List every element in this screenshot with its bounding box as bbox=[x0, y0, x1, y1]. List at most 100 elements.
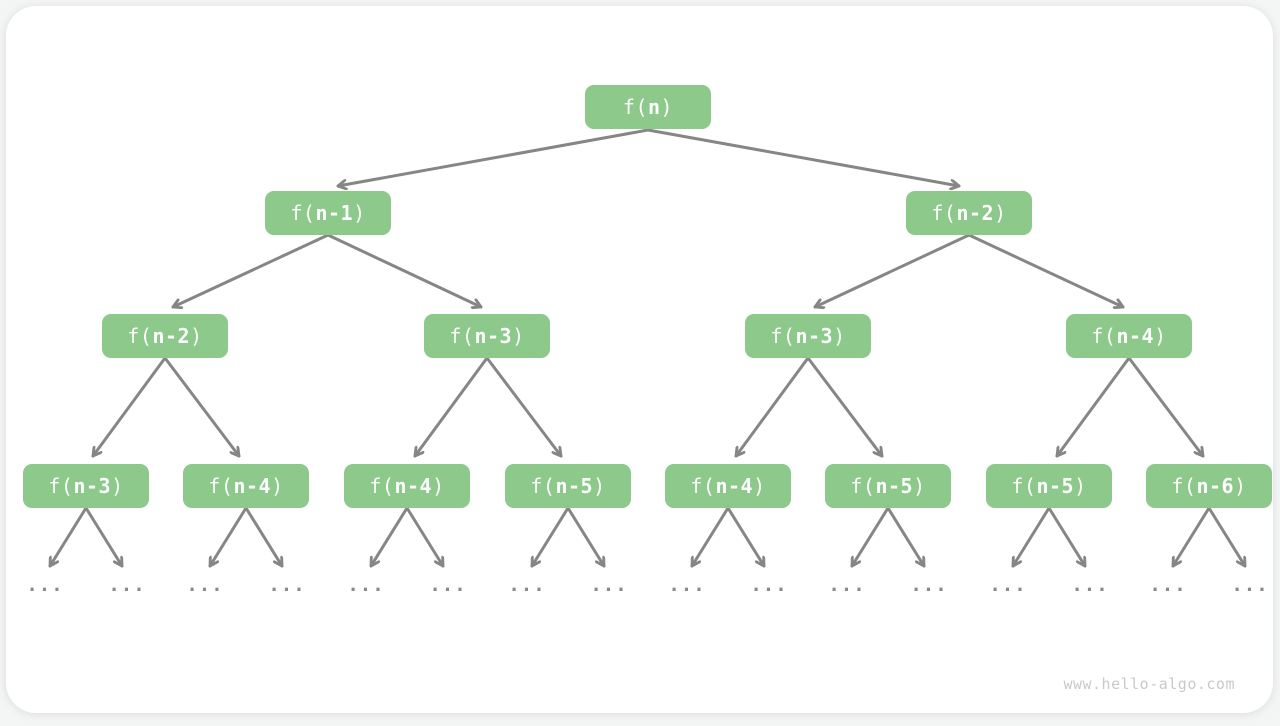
ellipsis: ... bbox=[590, 574, 628, 596]
edge-line bbox=[1047, 506, 1087, 568]
node-label-pre: f( bbox=[530, 474, 556, 498]
node-label-post: ) bbox=[1074, 474, 1087, 498]
ellipsis: ... bbox=[268, 574, 306, 596]
node-label-post: ) bbox=[1154, 324, 1167, 348]
node-label-post: ) bbox=[111, 474, 124, 498]
node-label-post: ) bbox=[994, 201, 1007, 225]
node-label-pre: f( bbox=[1171, 474, 1197, 498]
ellipsis: ... bbox=[347, 574, 385, 596]
node-label-arg: n-5 bbox=[555, 474, 594, 498]
node-label-pre: f( bbox=[208, 474, 234, 498]
ellipsis: ... bbox=[186, 574, 224, 596]
node-label-post: ) bbox=[913, 474, 926, 498]
node-label-pre: f( bbox=[770, 324, 796, 348]
edge-line bbox=[171, 233, 330, 307]
ellipsis: ... bbox=[989, 574, 1027, 596]
ellipsis: ... bbox=[1231, 574, 1269, 596]
node-label-post: ) bbox=[593, 474, 606, 498]
node-label-arg: n-3 bbox=[795, 324, 834, 348]
node-label-post: ) bbox=[190, 324, 203, 348]
node-label-arg: n-2 bbox=[956, 201, 995, 225]
edge-line bbox=[485, 356, 563, 458]
tree-node: f(n-3) bbox=[745, 314, 871, 358]
edge-line bbox=[1127, 356, 1205, 458]
node-label-pre: f( bbox=[127, 324, 153, 348]
watermark: www.hello-algo.com bbox=[1063, 675, 1235, 693]
node-label-arg: n-4 bbox=[394, 474, 433, 498]
tree-node: f(n-5) bbox=[505, 464, 631, 508]
tree-node: f(n-4) bbox=[1066, 314, 1192, 358]
edge-line bbox=[813, 233, 971, 307]
edge-line bbox=[1171, 506, 1211, 568]
node-label-post: ) bbox=[432, 474, 445, 498]
edge-line bbox=[326, 233, 483, 307]
ellipsis: ... bbox=[429, 574, 467, 596]
edge-line bbox=[1055, 356, 1131, 458]
node-label-arg: n-5 bbox=[1036, 474, 1075, 498]
node-label-pre: f( bbox=[850, 474, 876, 498]
edge-line bbox=[967, 233, 1125, 307]
edge-line bbox=[84, 506, 124, 568]
ellipsis: ... bbox=[668, 574, 706, 596]
edge-line bbox=[734, 356, 810, 458]
tree-node: f(n-5) bbox=[986, 464, 1112, 508]
ellipsis: ... bbox=[910, 574, 948, 596]
tree-node: f(n-2) bbox=[102, 314, 228, 358]
edge-line bbox=[91, 356, 167, 458]
ellipsis: ... bbox=[108, 574, 146, 596]
edge-line bbox=[1011, 506, 1051, 568]
edge-line bbox=[1207, 506, 1247, 568]
tree-node: f(n-1) bbox=[265, 191, 391, 235]
ellipsis: ... bbox=[828, 574, 866, 596]
edge-line bbox=[566, 506, 606, 568]
node-label-post: ) bbox=[1234, 474, 1247, 498]
node-label-pre: f( bbox=[1011, 474, 1037, 498]
node-label-arg: n-3 bbox=[474, 324, 513, 348]
node-label-post: ) bbox=[353, 201, 366, 225]
edge-line bbox=[646, 128, 961, 186]
edge-line bbox=[208, 506, 248, 568]
edge-line bbox=[369, 506, 409, 568]
node-label-arg: n-2 bbox=[152, 324, 191, 348]
node-label-arg: n-5 bbox=[875, 474, 914, 498]
edge-line bbox=[244, 506, 284, 568]
edges-level3 bbox=[91, 356, 1205, 458]
node-label-arg: n-6 bbox=[1196, 474, 1235, 498]
tree-node: f(n-2) bbox=[906, 191, 1032, 235]
tree-node: f(n-6) bbox=[1146, 464, 1272, 508]
edge-line bbox=[726, 506, 766, 568]
node-label-post: ) bbox=[833, 324, 846, 348]
tree-node: f(n-5) bbox=[825, 464, 951, 508]
node-label-pre: f( bbox=[931, 201, 957, 225]
node-label-pre: f( bbox=[622, 95, 648, 119]
node-label-pre: f( bbox=[290, 201, 316, 225]
tree-node: f(n-4) bbox=[183, 464, 309, 508]
edge-line bbox=[405, 506, 445, 568]
ellipsis: ... bbox=[750, 574, 788, 596]
ellipsis: ... bbox=[508, 574, 546, 596]
node-label-arg: n bbox=[648, 95, 661, 119]
diagram-card: f(n) f(n-1) f(n-2) f(n-2) f(n-3) f(n-3) … bbox=[6, 6, 1273, 713]
edge-line bbox=[163, 356, 241, 458]
tree-node: f(n-4) bbox=[665, 464, 791, 508]
ellipsis: ... bbox=[26, 574, 64, 596]
edge-line bbox=[806, 356, 884, 458]
node-label-pre: f( bbox=[48, 474, 74, 498]
node-label-pre: f( bbox=[690, 474, 716, 498]
node-label-post: ) bbox=[512, 324, 525, 348]
ellipsis: ... bbox=[1071, 574, 1109, 596]
tree-node-root: f(n) bbox=[585, 85, 711, 129]
edge-line bbox=[530, 506, 570, 568]
edge-line bbox=[886, 506, 926, 568]
edge-line bbox=[690, 506, 730, 568]
node-label-pre: f( bbox=[449, 324, 475, 348]
tree-node: f(n-4) bbox=[344, 464, 470, 508]
ellipsis: ... bbox=[1149, 574, 1187, 596]
node-label-arg: n-1 bbox=[315, 201, 354, 225]
edge-line bbox=[413, 356, 489, 458]
edge-line bbox=[850, 506, 890, 568]
tree-node: f(n-3) bbox=[23, 464, 149, 508]
edges-level2 bbox=[171, 233, 1125, 307]
node-label-arg: n-4 bbox=[715, 474, 754, 498]
edges-leaves bbox=[48, 506, 1247, 568]
